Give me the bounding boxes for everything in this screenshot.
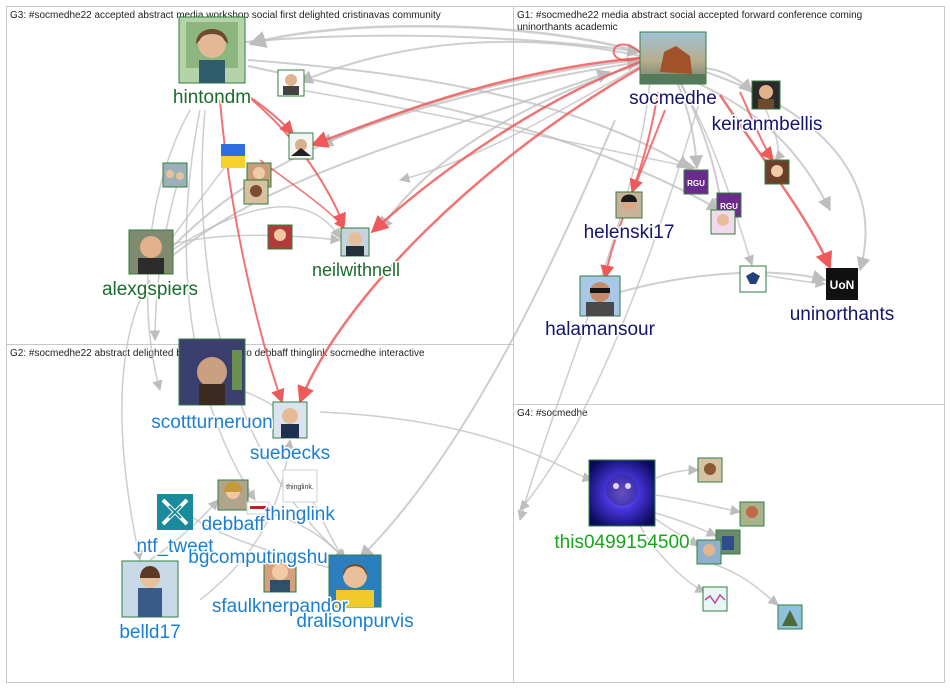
edge-red <box>249 97 346 228</box>
label-dralisonpurvis: dralisonpurvis <box>296 611 413 632</box>
edge-red <box>259 159 345 229</box>
edge <box>171 233 342 245</box>
edge <box>298 40 641 84</box>
node-g3-e[interactable] <box>243 179 269 205</box>
edge <box>159 57 642 261</box>
node-this0499154500[interactable] <box>588 459 656 527</box>
node-hintondm[interactable] <box>178 16 246 84</box>
edge <box>247 59 692 169</box>
edge <box>248 24 641 54</box>
node-small-tag[interactable] <box>246 501 270 515</box>
edge <box>679 81 754 266</box>
edge <box>171 206 341 251</box>
edge-red <box>370 60 641 234</box>
node-dralisonpurvis[interactable] <box>328 554 382 608</box>
label-thinglink: thinglink <box>265 504 335 525</box>
edge-red-self-loop <box>612 43 641 62</box>
label-hintondm: hintondm <box>173 87 251 108</box>
edge-red <box>718 94 833 270</box>
edge-red <box>739 91 774 162</box>
node-uninorthants[interactable]: UoN <box>826 268 858 300</box>
node-alexgspiers[interactable] <box>128 229 174 275</box>
edges-gray <box>121 24 871 606</box>
label-scottturneruon: scottturneruon <box>151 412 272 433</box>
edge <box>299 89 697 172</box>
node-g1-a[interactable] <box>764 159 790 185</box>
node-g1-logo[interactable] <box>739 265 767 293</box>
label-keiranmbellis: keiranmbellis <box>712 114 823 135</box>
edge <box>639 525 706 593</box>
edge <box>319 411 594 483</box>
group-title-g3: G3: #socmedhe22 accepted abstract media … <box>10 10 441 21</box>
label-belld17: belld17 <box>119 622 180 643</box>
node-g3-d[interactable] <box>162 162 188 188</box>
label-neilwithnell: neilwithnell <box>312 260 400 280</box>
nodes: RGU RGU UoN <box>121 16 858 630</box>
label-bgcomputingshu: bgcomputingshu <box>188 547 327 568</box>
edge <box>764 274 827 288</box>
node-g4-d[interactable] <box>696 539 722 565</box>
node-g3-b[interactable] <box>288 132 314 160</box>
label-helenski17: helenski17 <box>584 222 675 243</box>
node-g3-a[interactable] <box>277 69 305 97</box>
edge <box>185 109 256 501</box>
edge <box>244 34 642 58</box>
edge <box>247 65 722 211</box>
label-debbaff: debbaff <box>201 514 265 535</box>
edge <box>651 511 717 537</box>
edge <box>764 107 786 161</box>
node-halamansour[interactable] <box>579 275 621 317</box>
node-ukraine-flag[interactable] <box>221 144 245 168</box>
node-neilwithnell[interactable] <box>340 227 370 257</box>
label-alexgspiers: alexgspiers <box>102 279 198 300</box>
label-uninorthants: uninorthants <box>790 304 895 325</box>
node-g4-f[interactable] <box>777 604 803 630</box>
node-keiranmbellis[interactable] <box>751 80 781 110</box>
label-sfaulknerpandor: sfaulknerpandor <box>212 596 349 617</box>
label-this0499154500: this0499154500 <box>554 532 689 553</box>
group-boxes <box>6 6 945 683</box>
edge <box>121 279 151 562</box>
edge <box>199 438 295 601</box>
node-belld17[interactable] <box>121 560 179 618</box>
edge <box>379 63 641 232</box>
thinglink-logo-text: thinglink. <box>286 484 314 491</box>
node-rgu-1[interactable]: RGU <box>683 169 709 195</box>
node-thinglink[interactable]: thinglink. <box>282 469 318 503</box>
rgu-logo-text: RGU <box>687 179 705 188</box>
node-labels: hintondm neilwithnell alexgspiers socmed… <box>100 86 895 645</box>
edge-red <box>297 66 641 404</box>
group-title-g1-line1: G1: #socmedhe22 media abstract social ac… <box>517 10 862 21</box>
rgu-logo-text: RGU <box>720 202 738 211</box>
uninorthants-logo-text: UoN <box>830 278 855 292</box>
label-ntf-tweet: ntf_tweet <box>136 536 214 557</box>
node-sfaulknerpandor[interactable] <box>263 559 297 593</box>
edge <box>619 269 827 293</box>
label-suebecks: suebecks <box>250 443 330 464</box>
node-g4-e[interactable] <box>702 586 728 612</box>
node-suebecks[interactable] <box>272 401 308 439</box>
node-g3-f[interactable] <box>267 224 293 250</box>
edge <box>519 99 701 511</box>
node-debbaff[interactable] <box>217 479 249 511</box>
edge <box>359 119 616 559</box>
node-g4-a[interactable] <box>697 457 723 483</box>
label-halamansour: halamansour <box>545 319 656 340</box>
group-box-g4 <box>513 404 945 683</box>
edge-red <box>310 56 641 148</box>
node-g4-b[interactable] <box>739 501 765 527</box>
node-socmedhe[interactable] <box>639 31 707 85</box>
group-title-g1-line2: uninorthants academic <box>517 22 618 33</box>
group-title-g4: G4: #socmedhe <box>517 408 588 419</box>
node-g1-b[interactable] <box>710 209 736 235</box>
label-socmedhe: socmedhe <box>629 88 717 109</box>
node-ntf-tweet[interactable] <box>157 494 193 530</box>
node-scottturneruon[interactable] <box>178 338 246 406</box>
edge <box>675 79 704 170</box>
edge <box>184 511 347 575</box>
node-helenski17[interactable] <box>615 191 643 219</box>
edge <box>655 494 742 516</box>
edge <box>655 464 700 479</box>
